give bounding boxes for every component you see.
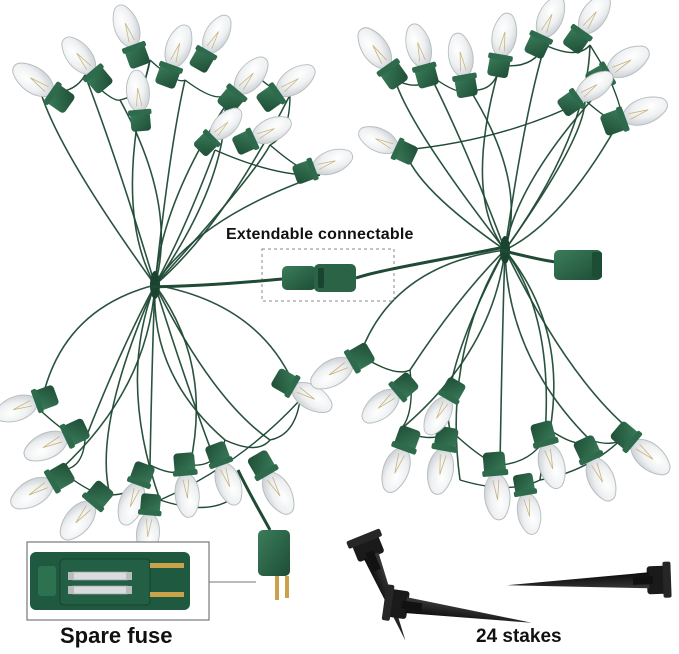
male-plug: [236, 469, 290, 600]
bulb: [423, 377, 466, 436]
bulb: [573, 435, 617, 502]
bulb: [256, 64, 316, 112]
bulb: [447, 32, 478, 99]
left-strand-bulbs: [0, 4, 354, 556]
bulb: [563, 0, 611, 54]
bulb: [357, 27, 408, 90]
bulb: [426, 425, 459, 495]
bulb: [358, 126, 418, 165]
bulb: [405, 23, 439, 89]
bulb: [482, 451, 511, 521]
bulb: [117, 461, 155, 526]
bulb: [0, 385, 59, 423]
connector-highlight: [261, 248, 395, 302]
right-strand-bulbs: [310, 0, 671, 535]
bulb: [247, 450, 295, 515]
female-end-plug: [499, 248, 602, 280]
bulb: [23, 418, 90, 462]
bulb: [610, 421, 671, 476]
stake: [507, 561, 672, 598]
bulb: [524, 0, 566, 59]
bulb: [193, 107, 243, 157]
bulb: [189, 14, 232, 73]
stakes-group: [346, 528, 672, 641]
inline-connector: [149, 246, 501, 292]
bulb: [487, 12, 518, 79]
bulb: [112, 4, 150, 69]
spare-fuse-label: Spare fuse: [60, 623, 173, 648]
stake: [346, 528, 406, 641]
bulb: [59, 480, 114, 541]
bulb: [292, 148, 354, 184]
bulb: [61, 36, 113, 94]
bulb: [205, 441, 243, 506]
bulb: [271, 368, 333, 413]
bulb: [10, 462, 75, 510]
bulb: [12, 62, 75, 113]
bulb: [513, 472, 542, 535]
connector-label: Extendable connectable: [226, 226, 414, 243]
bulb: [600, 96, 668, 136]
bulb: [530, 420, 566, 490]
bulb: [217, 56, 269, 114]
bulb: [126, 69, 152, 132]
bulb: [172, 452, 200, 518]
stake: [381, 584, 532, 623]
spare-fuse-inset: [26, 541, 256, 621]
bulb: [381, 425, 421, 493]
bulb: [557, 70, 614, 116]
bulb: [232, 116, 292, 155]
bulb: [361, 372, 419, 424]
bulb: [310, 342, 375, 390]
stakes-label: 24 stakes: [476, 626, 562, 647]
bulb: [155, 24, 193, 89]
